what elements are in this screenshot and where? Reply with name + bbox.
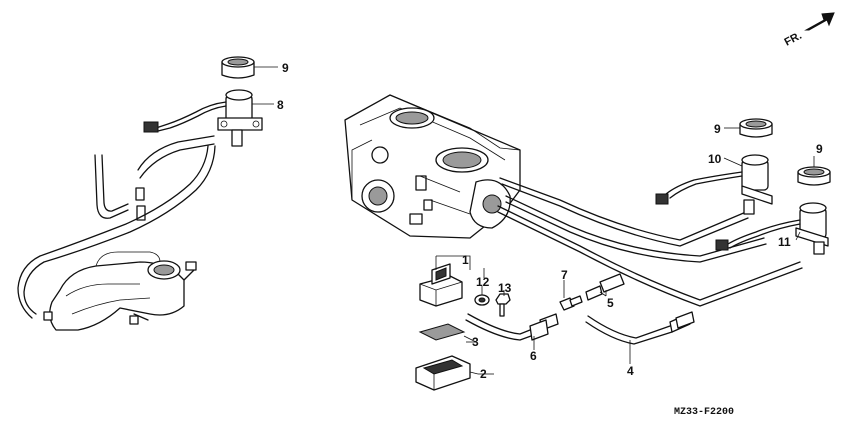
callout-6: 6 [530, 349, 537, 363]
callout-11: 11 [778, 235, 791, 249]
right-lower-solenoid-assembly [715, 156, 831, 255]
callout-9-left: 9 [282, 61, 289, 75]
callout-4: 4 [627, 364, 634, 378]
cap-9-left [221, 56, 255, 79]
callout-5: 5 [607, 296, 614, 310]
joint-5 [585, 273, 625, 301]
front-direction-indicator: FR. [783, 12, 835, 49]
hose-6 [465, 313, 559, 350]
callout-8: 8 [277, 98, 284, 112]
bracket-1 [419, 255, 471, 307]
callout-2: 2 [480, 367, 487, 381]
nut-12 [474, 286, 490, 306]
left-solenoid-assembly [143, 56, 278, 147]
left-hoses-and-manifold [17, 135, 216, 331]
right-long-hoses [497, 177, 803, 307]
throttle-body-bank [344, 94, 521, 239]
callout-12: 12 [476, 275, 490, 289]
front-arrow-icon [804, 12, 835, 31]
right-upper-solenoid-assembly [655, 118, 773, 215]
diagram-code: MZ33-F2200 [674, 407, 734, 418]
solenoid-valve-8 [143, 89, 263, 147]
solenoid-valve-11 [715, 202, 829, 255]
callout-13: 13 [498, 281, 512, 295]
hose-4 [585, 311, 695, 364]
callout-9-right-lower: 9 [816, 142, 823, 156]
callout-labels: 9 8 9 10 9 11 1 12 13 7 5 3 6 4 2 [277, 61, 823, 381]
joint-7 [559, 280, 583, 311]
callout-3: 3 [472, 335, 479, 349]
callout-10: 10 [708, 152, 722, 166]
callout-1: 1 [462, 253, 469, 267]
solenoid-valve-10 [655, 154, 773, 215]
cap-9-right-upper [739, 118, 773, 138]
callout-9-right-upper: 9 [714, 122, 721, 136]
cap-9-right-lower [797, 166, 831, 186]
callout-leaders [466, 268, 494, 375]
intake-manifold [43, 251, 197, 331]
callout-7: 7 [561, 268, 568, 282]
front-label: FR. [783, 30, 804, 49]
plate-3 [418, 323, 477, 343]
holder-2 [415, 355, 479, 391]
bolt-13 [495, 290, 511, 317]
